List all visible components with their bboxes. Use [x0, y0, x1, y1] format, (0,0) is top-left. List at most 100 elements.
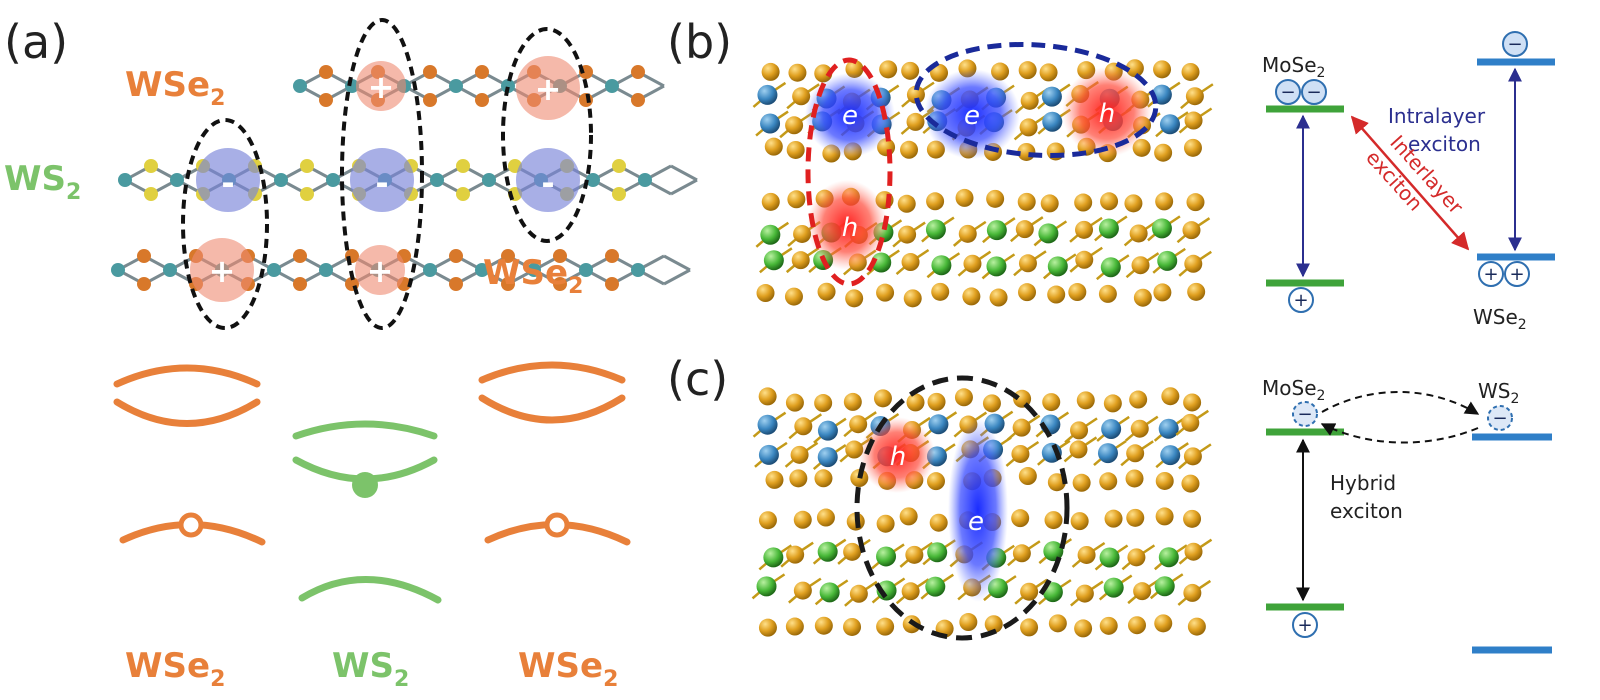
chalcogen-atom — [989, 288, 1008, 307]
intralayer-label-line2: exciton — [1408, 132, 1481, 156]
chalcogen-atom — [1129, 390, 1148, 409]
metal-atom — [163, 263, 177, 277]
chalcogen-atom — [873, 389, 892, 408]
metal-atom — [501, 79, 515, 93]
metal-atom — [1038, 223, 1059, 244]
chalcogen-atom — [788, 63, 807, 82]
chalcogen-atom — [1126, 444, 1145, 463]
bond — [663, 254, 691, 272]
chalcogen-atom — [449, 277, 463, 291]
exciton-ellipse — [501, 27, 593, 243]
label-wse2-b: WSe2 — [1473, 305, 1527, 333]
panel-a-label: (a) — [4, 15, 68, 69]
metal-atom — [1100, 257, 1121, 278]
metal-atom — [925, 576, 946, 597]
chalcogen-atom — [1019, 118, 1038, 137]
minus-sign: − — [1280, 82, 1295, 103]
chalcogen-atom — [501, 277, 515, 291]
chalcogen-atom — [1181, 474, 1200, 493]
electron-symbol — [1502, 31, 1528, 57]
chalcogen-atom — [901, 582, 920, 601]
chalcogen-atom — [793, 581, 812, 600]
metal-atom — [1158, 418, 1179, 439]
band-curve — [113, 364, 261, 388]
band-curve — [478, 394, 626, 424]
chalcogen-atom — [926, 472, 945, 491]
metal-atom — [586, 173, 600, 187]
electron-letter: e — [842, 101, 858, 131]
chalcogen-atom — [984, 615, 1003, 634]
plus-sign: + — [368, 68, 395, 106]
band-curve — [113, 398, 261, 427]
chalcogen-atom — [1068, 283, 1087, 302]
chalcogen-atom — [817, 282, 836, 301]
minus-sign: - — [375, 164, 388, 202]
chalcogen-atom — [1155, 192, 1174, 211]
chalcogen-atom — [1127, 548, 1146, 567]
chalcogen-atom — [794, 417, 813, 436]
chalcogen-atom — [786, 140, 805, 159]
minus-sign: − — [1492, 408, 1507, 429]
plus-sign: + — [535, 70, 562, 108]
chalcogen-atom — [1184, 111, 1203, 130]
electron-symbol — [1275, 79, 1301, 105]
chalcogen-atom — [293, 277, 307, 291]
chalcogen-atom — [1076, 391, 1095, 410]
chalcogen-atom — [1074, 619, 1093, 638]
electron-symbol — [1292, 401, 1318, 427]
chalcogen-atom — [1183, 138, 1202, 157]
chalcogen-atom — [1100, 192, 1119, 211]
chalcogen-atom — [300, 187, 314, 201]
carriers-b — [1275, 31, 1530, 313]
chalcogen-atom — [1184, 254, 1203, 273]
chalcogen-atom — [1042, 393, 1061, 412]
chalcogen-atom — [1015, 220, 1034, 239]
chalcogen-atom — [1011, 509, 1030, 528]
label-ws2-c: WS2 — [1478, 379, 1519, 407]
chalcogen-atom — [931, 282, 950, 301]
electron-symbol — [1301, 79, 1327, 105]
chalcogen-atom — [1183, 509, 1202, 528]
chalcogen-atom — [906, 112, 925, 131]
band-curve — [298, 576, 442, 604]
label-wse2-right: WSe2 — [483, 253, 583, 299]
metal-atom — [760, 224, 781, 245]
chalcogen-atom — [930, 63, 949, 82]
electron-marker — [352, 472, 378, 498]
chalcogen-atom — [1075, 250, 1094, 269]
metal-atom — [986, 220, 1007, 241]
plus-sign: + — [1297, 615, 1312, 636]
metal-atom — [817, 420, 838, 441]
chalcogen-atom — [1153, 60, 1172, 79]
chalcogen-atom — [789, 469, 808, 488]
metal-atom — [1154, 576, 1175, 597]
hole-blob — [190, 238, 254, 302]
metal-atom — [579, 263, 593, 277]
chalcogen-atom — [791, 251, 810, 270]
carrier-signs-c: − − + — [1297, 404, 1507, 636]
atomic-chains-a — [111, 65, 698, 291]
hole-blob — [356, 61, 406, 111]
bond — [670, 178, 698, 196]
chalcogen-atom — [761, 192, 780, 211]
chalcogen-atom — [449, 249, 463, 263]
interlayer-arrow — [1350, 115, 1470, 251]
carrier-letters-b: e e h h — [842, 99, 1115, 243]
chalcogen-atom — [1153, 283, 1172, 302]
metal-atom — [1043, 541, 1064, 562]
chalcogen-atom — [475, 65, 489, 79]
metal-atom — [638, 173, 652, 187]
chalcogen-atom — [903, 289, 922, 308]
electron-symbol — [1487, 405, 1513, 431]
metal-atom — [1042, 111, 1063, 132]
chalcogen-atom — [901, 61, 920, 80]
hole-cloud — [807, 180, 887, 270]
plus-sign: + — [1293, 290, 1308, 311]
chalcogen-atom — [756, 284, 775, 303]
chalcogen-atom — [1070, 421, 1089, 440]
chalcogen-atom — [1124, 194, 1143, 213]
panel-c: (c) h e − − + — [667, 352, 1552, 654]
chalcogen-atom — [785, 617, 804, 636]
chalcogen-atom — [1018, 61, 1037, 80]
chalcogen-atom — [553, 249, 567, 263]
